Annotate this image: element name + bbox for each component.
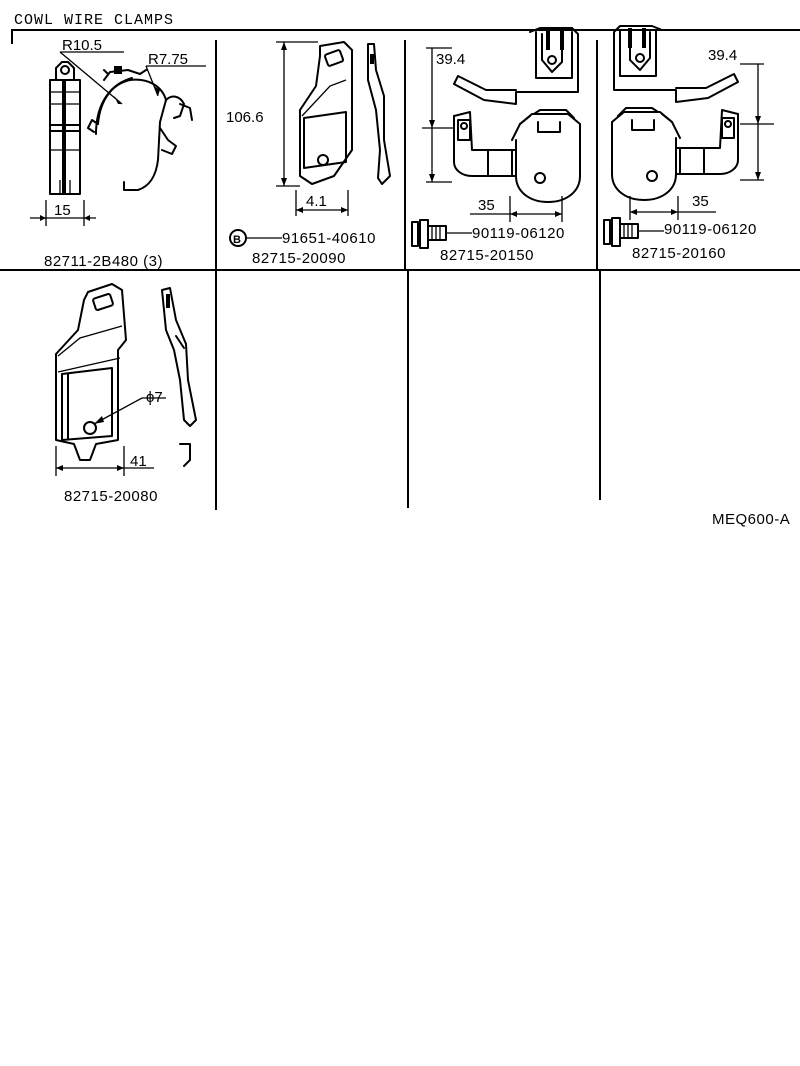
bracket-82715-20150 (411, 27, 581, 249)
dim-35-right: 35 (692, 193, 709, 210)
drawing-code: MEQ600-A (712, 511, 790, 528)
bracket-82715-20080 (55, 283, 197, 476)
fastener-part-90119-06120-left: 90119-06120 (472, 225, 565, 242)
diagram-title: COWL WIRE CLAMPS (14, 12, 174, 29)
bracket-82715-20090 (229, 41, 391, 247)
dim-39-4-left: 39.4 (436, 51, 465, 68)
part-number-82715-20150: 82715-20150 (440, 247, 534, 264)
dim-phi-7: ϕ7 (146, 389, 163, 406)
dim-35-left: 35 (478, 197, 495, 214)
fastener-part-91651-40610: 91651-40610 (282, 230, 376, 247)
fastener-symbol-b: B (233, 234, 241, 246)
fastener-part-90119-06120-right: 90119-06120 (664, 221, 757, 238)
bracket-82715-20160 (603, 25, 774, 247)
dim-r7-75: R7.75 (148, 51, 188, 68)
part-number-82715-20160: 82715-20160 (632, 245, 726, 262)
dim-106-6: 106.6 (226, 109, 264, 126)
part-number-82711-2b480: 82711-2B480 (3) (44, 253, 163, 270)
dim-39-4-right: 39.4 (708, 47, 737, 64)
dim-4-1: 4.1 (306, 193, 327, 210)
part-number-82715-20090: 82715-20090 (252, 250, 346, 267)
dim-15: 15 (54, 202, 71, 219)
part-number-82715-20080: 82715-20080 (64, 488, 158, 505)
dim-41: 41 (130, 453, 147, 470)
dim-r10-5: R10.5 (62, 37, 102, 54)
clamp-82711-2b480 (30, 51, 206, 226)
